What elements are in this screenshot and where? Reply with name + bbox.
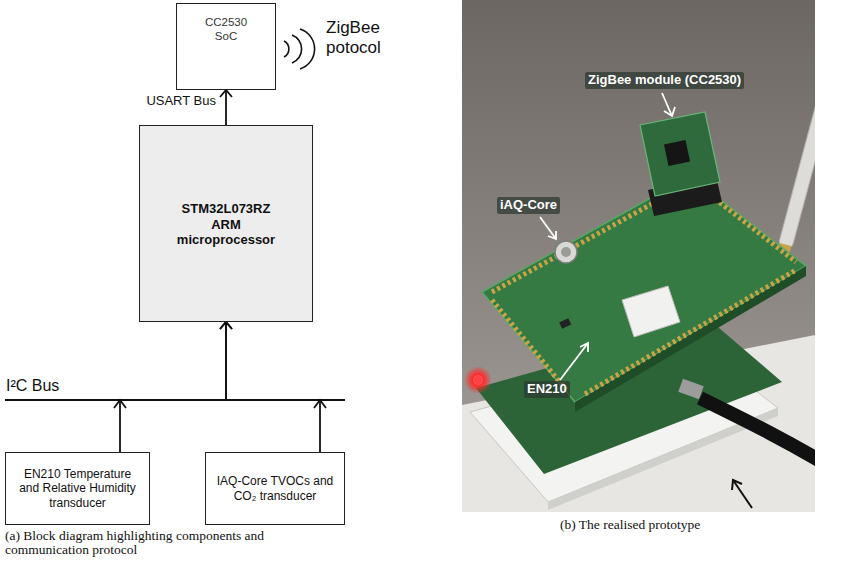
shield-edge <box>575 266 806 412</box>
antenna <box>775 39 815 262</box>
photo-callout: iAQ-Core <box>497 197 560 214</box>
bus-arrowheads <box>114 400 326 408</box>
red-led <box>474 376 482 384</box>
header-pins <box>492 184 796 394</box>
pin-row <box>492 300 568 392</box>
soc-box: CC2530 SoC <box>176 3 276 90</box>
figure-caption: (a) Block diagram highlighting component… <box>5 529 287 557</box>
figure-caption: (b) The realised prototype <box>560 517 700 533</box>
node-text: STM32L073RZ ARM microprocessor <box>168 201 284 248</box>
iaq-sensor-core <box>561 247 571 257</box>
sticker <box>622 286 680 337</box>
node-text: IAQ-Core TVOCs and CO₂ transducer <box>216 474 334 503</box>
bus-connector <box>225 90 227 125</box>
usb-connector <box>678 379 703 400</box>
node-text: CC2530 SoC <box>198 16 254 44</box>
photo-callout: ZigBee module (CC2530) <box>585 72 744 89</box>
prototype-photo <box>462 0 815 512</box>
photo-leaders <box>540 93 675 380</box>
pointer-line <box>733 480 752 508</box>
leader-head <box>548 231 556 239</box>
zigbee-module <box>640 112 720 196</box>
pointer-head <box>732 480 742 490</box>
pointer-arrow <box>732 480 752 508</box>
bus-connector <box>120 322 226 452</box>
protocol-label: ZigBee potocol <box>326 18 406 57</box>
leader-line <box>560 343 588 380</box>
wave-arc <box>284 41 289 57</box>
bus-label: I²C Bus <box>6 377 59 395</box>
leader-head <box>580 343 588 352</box>
sensor-box: EN210 Temperature and Relative Humidity … <box>5 452 150 525</box>
wave-arc <box>292 35 302 63</box>
usb-cable <box>700 398 815 474</box>
leader-head <box>664 107 675 116</box>
antenna-body <box>778 39 815 250</box>
photo-callout: EN210 <box>524 381 570 398</box>
sensor-box: IAQ-Core TVOCs and CO₂ transducer <box>205 452 345 525</box>
wave-arc <box>300 29 315 69</box>
bus-connector <box>226 322 320 452</box>
leader-line <box>540 217 556 239</box>
sensor-chip <box>559 318 571 329</box>
node-text: EN210 Temperature and Relative Humidity … <box>17 467 139 510</box>
module-chip <box>664 140 690 166</box>
led-glow <box>464 366 492 394</box>
bus-label: USART Bus <box>104 93 216 108</box>
processor-box: STM32L073RZ ARM microprocessor <box>139 125 313 322</box>
radio-waves <box>284 29 315 69</box>
iaq-sensor <box>555 241 577 263</box>
pin-row <box>585 270 796 394</box>
